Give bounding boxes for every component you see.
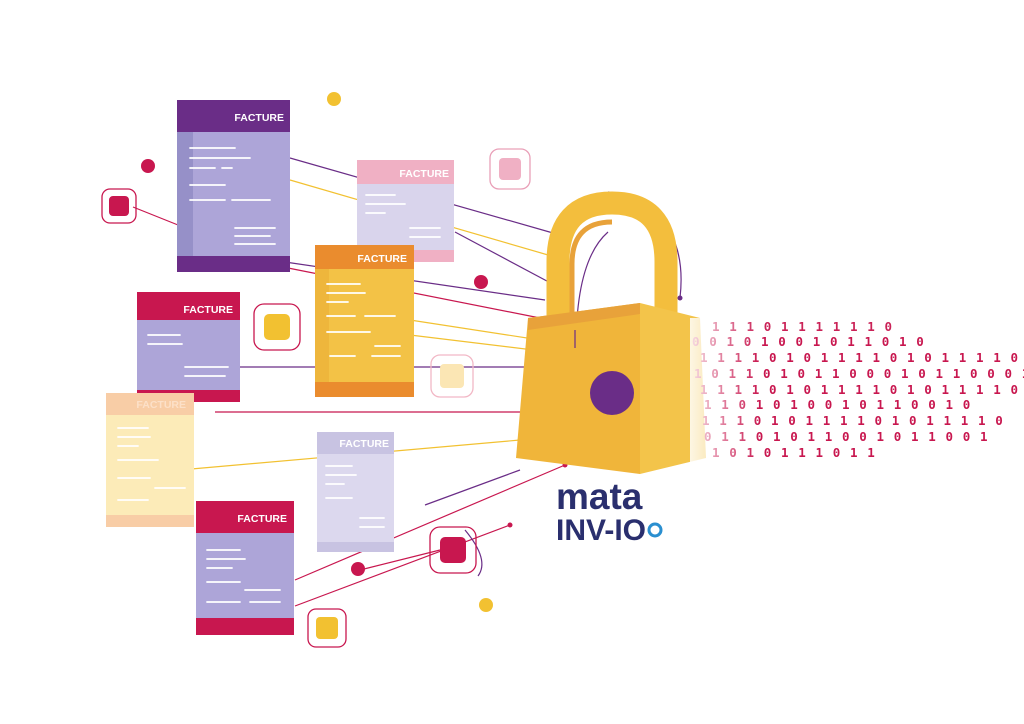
brand-logo: mata INV-IO bbox=[556, 476, 663, 547]
invoice-document: FACTURE bbox=[106, 393, 194, 527]
binary-row: 1 1 0 1 0 1 0 0 1 0 1 1 0 0 1 0 bbox=[704, 397, 971, 412]
invoice-title: FACTURE bbox=[183, 304, 233, 316]
invoice-document: FACTURE bbox=[196, 501, 294, 635]
keyhole-icon bbox=[590, 371, 634, 415]
invoice-document: FACTURE bbox=[317, 432, 394, 552]
square-icon bbox=[430, 354, 474, 398]
binary-row: 0 1 1 0 1 0 1 1 0 0 1 0 1 1 0 0 1 bbox=[704, 429, 989, 444]
square-icon bbox=[101, 188, 137, 224]
square-icon bbox=[429, 526, 477, 574]
binary-row: 1 1 1 1 0 1 0 1 1 1 1 0 1 0 1 1 1 1 0 bbox=[700, 382, 1019, 397]
square-icon bbox=[489, 148, 531, 190]
brand-product: INV-IO bbox=[556, 514, 646, 547]
binary-row: 1 1 1 0 1 0 1 1 1 1 0 1 0 1 1 1 1 0 bbox=[702, 413, 1004, 428]
logo-accent-icon bbox=[647, 522, 663, 538]
invoice-document: FACTURE bbox=[137, 292, 240, 402]
invoice-title: FACTURE bbox=[234, 112, 284, 124]
invoice-title: FACTURE bbox=[357, 253, 407, 265]
invoice-title: FACTURE bbox=[237, 513, 287, 525]
binary-row: 1 0 1 1 0 1 0 1 1 0 0 0 1 0 1 1 0 0 0 1 … bbox=[694, 366, 1024, 381]
binary-row: 1 1 1 1 0 1 0 1 1 1 1 0 1 0 1 1 1 1 0 bbox=[700, 350, 1019, 365]
binary-fade bbox=[690, 318, 760, 463]
invoice-title: FACTURE bbox=[136, 399, 186, 411]
square-icon bbox=[307, 608, 347, 648]
connection-lines bbox=[132, 157, 682, 607]
invoice-title: FACTURE bbox=[339, 438, 389, 450]
padlock-icon bbox=[516, 191, 706, 474]
brand-name: mata bbox=[556, 476, 643, 517]
invoice-title: FACTURE bbox=[399, 168, 449, 180]
invoice-document: FACTURE bbox=[315, 245, 414, 397]
square-icon bbox=[253, 303, 301, 351]
invoice-document: FACTURE bbox=[177, 100, 290, 272]
decorative-dots bbox=[141, 92, 493, 612]
